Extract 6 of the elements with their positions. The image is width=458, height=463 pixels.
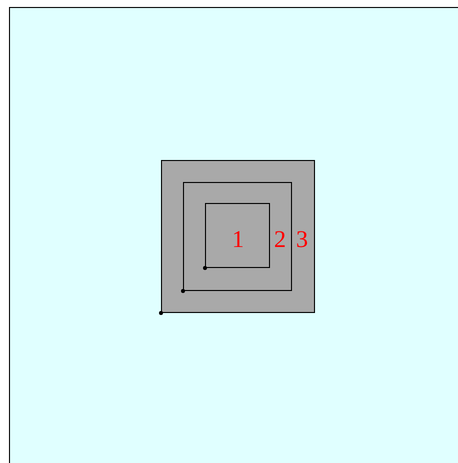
square-number: 2 — [274, 228, 286, 252]
square-outline — [161, 160, 315, 313]
square-outline — [183, 182, 292, 291]
square-outline — [205, 203, 270, 268]
square-number: 3 — [296, 228, 308, 252]
square-number: 1 — [232, 228, 244, 252]
